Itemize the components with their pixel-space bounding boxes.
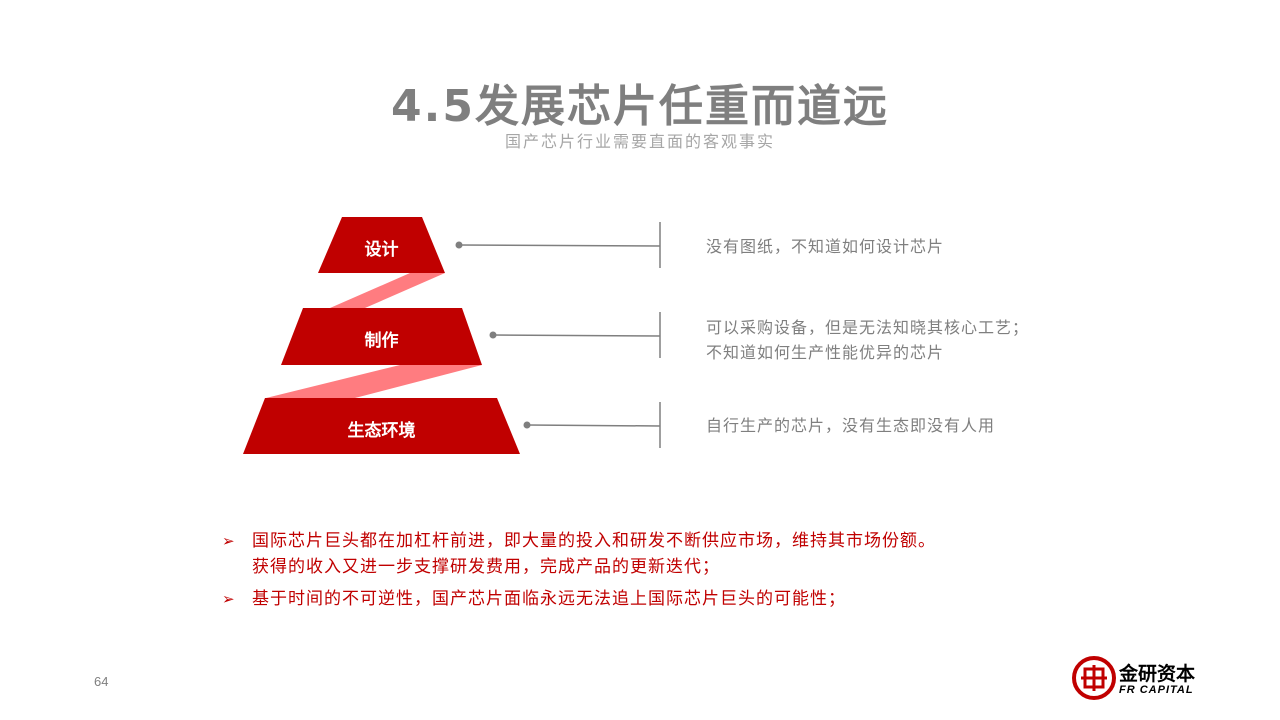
connector-band-1 (330, 273, 445, 308)
bullet-item: ➢ 国际芯片巨头都在加杠杆前进，即大量的投入和研发不断供应市场，维持其市场份额。… (222, 528, 1122, 580)
logo-text-cn: 金研资本 (1119, 663, 1196, 685)
arrow-bullet-icon: ➢ (222, 590, 236, 608)
leader-line-3 (523, 402, 661, 448)
logo-mark-icon (1072, 656, 1116, 700)
page-title: 4.5发展芯片任重而道远 (391, 81, 889, 132)
pyramid-layer-ecosystem (243, 398, 520, 454)
layer-label-design: 设计 (364, 240, 399, 260)
pyramid-layer-manufacture (281, 308, 482, 365)
layer-label-manufacture: 制作 (364, 331, 399, 351)
pyramid-layer-design (318, 217, 445, 273)
layer-description-ecosystem: 自行生产的芯片，没有生态即没有人用 (706, 416, 996, 435)
layer-label-ecosystem: 生态环境 (347, 421, 416, 441)
logo-text-en: FR CAPITAL (1119, 684, 1194, 696)
bullet-item: ➢ 基于时间的不可逆性，国产芯片面临永远无法追上国际芯片巨头的可能性； (222, 586, 1122, 612)
arrow-bullet-icon: ➢ (222, 532, 236, 550)
bullet-list: ➢ 国际芯片巨头都在加杠杆前进，即大量的投入和研发不断供应市场，维持其市场份额。… (222, 528, 1122, 618)
page-number: 64 (94, 674, 109, 689)
page-subtitle: 国产芯片行业需要直面的客观事实 (504, 132, 775, 151)
layer-description-design: 没有图纸，不知道如何设计芯片 (706, 237, 945, 256)
layer-description-manufacture: 可以采购设备，但是无法知晓其核心工艺； 不知道如何生产性能优异的芯片 (706, 318, 1030, 362)
leader-line-1 (455, 222, 661, 268)
company-logo: 金研资本 FR CAPITAL (1071, 655, 1211, 705)
connector-band-2 (266, 365, 482, 398)
leader-line-2 (489, 312, 661, 358)
